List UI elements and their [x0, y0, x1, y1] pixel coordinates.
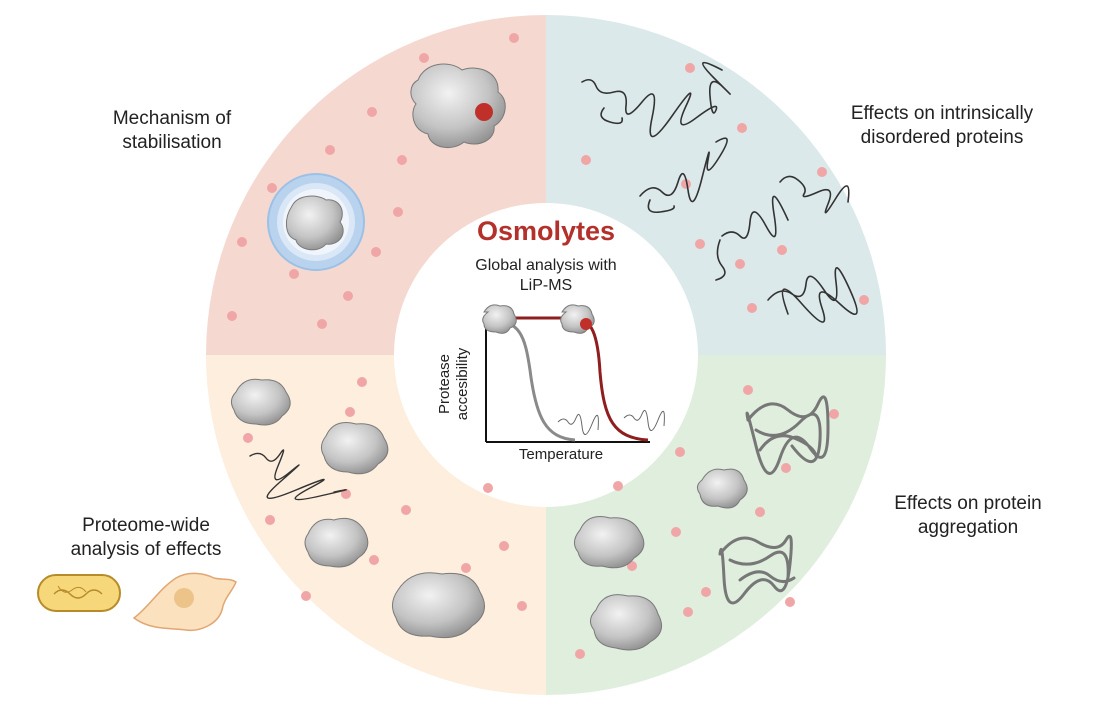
aggregate-icon [718, 395, 830, 605]
osmolyte-dot-icon [343, 291, 353, 301]
osmolyte-dot-icon [325, 145, 335, 155]
label-mechanism-of-stabilisation: Mechanism of stabilisation [82, 107, 262, 155]
osmolyte-dot-icon [735, 259, 745, 269]
mammalian-cell-icon [132, 572, 237, 632]
label-line: disordered proteins [860, 127, 1024, 148]
osmolyte-dot-icon [401, 505, 411, 515]
osmolyte-dot-icon [581, 155, 591, 165]
osmolyte-dot-icon [357, 377, 367, 387]
y-label-line: accesibility [454, 347, 471, 421]
osmolyte-dot-icon [517, 601, 527, 611]
osmolyte-dot-icon [695, 239, 705, 249]
osmolyte-dot-icon [575, 649, 585, 659]
center-subtitle-line: Global analysis with [475, 257, 617, 274]
mini-chart-x-label: Temperature [518, 446, 604, 463]
osmolyte-dot-icon [627, 561, 637, 571]
osmolyte-dot-icon [499, 541, 509, 551]
osmolyte-dot-icon [755, 507, 765, 517]
label-line: Effects on intrinsically [850, 103, 1034, 124]
osmolyte-dot-icon [369, 555, 379, 565]
mini-chart [482, 304, 665, 443]
osmolyte-dot-icon [781, 463, 791, 473]
label-line: Mechanism of [112, 108, 232, 129]
osmolyte-dot-icon [785, 597, 795, 607]
osmolyte-dots [227, 33, 869, 659]
osmolyte-dot-icon [701, 587, 711, 597]
center-subtitle-line: LiP-MS [519, 277, 573, 294]
label-proteome-wide-analysis: Proteome-wide analysis of effects [46, 514, 246, 562]
osmolyte-dot-icon [743, 385, 753, 395]
disordered-chain-icon [249, 449, 347, 501]
label-line: Proteome-wide [82, 515, 210, 536]
protein-structure-icon [230, 378, 485, 639]
bacterium-icon [37, 574, 121, 612]
osmolyte-dot-icon [419, 53, 429, 63]
osmolyte-dot-icon [859, 295, 869, 305]
label-line: Effects on protein [894, 493, 1042, 514]
osmolyte-dot-icon [289, 269, 299, 279]
center-subtitle: Global analysis with LiP-MS [446, 256, 646, 296]
osmolyte-dot-icon [367, 107, 377, 117]
osmolyte-dot-icon [681, 179, 691, 189]
label-effects-on-aggregation: Effects on protein aggregation [878, 492, 1058, 540]
osmolyte-dot-icon [265, 515, 275, 525]
osmolyte-dot-icon [483, 483, 493, 493]
osmolyte-dot-icon [461, 563, 471, 573]
osmolyte-bound-icon [580, 318, 592, 330]
disordered-chain-icon [623, 409, 665, 431]
osmolyte-dot-icon [237, 237, 247, 247]
osmolyte-dot-icon [737, 123, 747, 133]
y-label-line: Protease [436, 353, 453, 415]
osmolyte-dot-icon [317, 319, 327, 329]
label-line: analysis of effects [70, 539, 222, 560]
disordered-chain-icon [557, 413, 599, 435]
mini-chart-y-label: Protease accesibility [436, 334, 476, 434]
osmolyte-dot-icon [267, 183, 277, 193]
osmolyte-dot-icon [671, 527, 681, 537]
osmolyte-dot-icon [393, 207, 403, 217]
center-title: Osmolytes [476, 216, 616, 246]
osmolyte-dot-icon [675, 447, 685, 457]
osmolyte-dot-icon [817, 167, 827, 177]
osmolyte-dot-icon [829, 409, 839, 419]
osmolyte-dot-icon [371, 247, 381, 257]
osmolyte-dot-icon [685, 63, 695, 73]
protein-structure-icon [410, 63, 506, 149]
osmolyte-dot-icon [683, 607, 693, 617]
label-effects-on-idps: Effects on intrinsically disordered prot… [826, 102, 1058, 150]
osmolyte-dot-icon [509, 33, 519, 43]
label-line: stabilisation [122, 132, 222, 153]
osmolyte-dot-icon [301, 591, 311, 601]
osmolyte-dot-icon [747, 303, 757, 313]
label-line: aggregation [917, 517, 1019, 538]
disordered-chain-icon [581, 61, 858, 323]
osmolyte-dot-icon [243, 433, 253, 443]
osmolyte-dot-icon [341, 489, 351, 499]
protein-structure-icon [482, 304, 517, 334]
osmolyte-dot-icon [613, 481, 623, 491]
osmolyte-dot-icon [397, 155, 407, 165]
hydration-shell-icon [267, 173, 365, 271]
osmolyte-dot-icon [227, 311, 237, 321]
osmolyte-dot-icon [345, 407, 355, 417]
protein-structure-icon [574, 468, 748, 651]
osmolyte-dot-icon [777, 245, 787, 255]
